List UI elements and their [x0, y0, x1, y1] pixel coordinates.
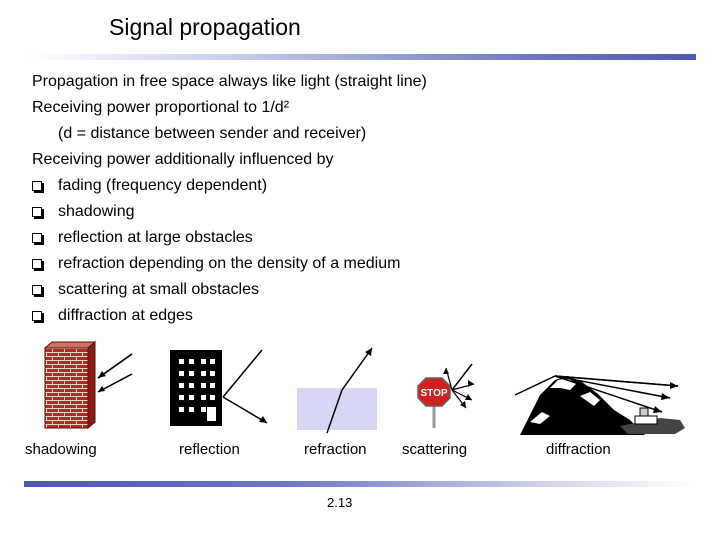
refraction-illustration [297, 347, 377, 434]
slide-title: Signal propagation [109, 14, 301, 40]
bullet-item: reflection at large obstacles [32, 225, 427, 251]
bullet-item: scattering at small obstacles [32, 277, 427, 303]
checkbox-bullet-icon [32, 181, 42, 191]
stop-sign-text: STOP [420, 388, 447, 399]
reflection-illustration [170, 349, 268, 426]
body-line: (d = distance between sender and receive… [58, 125, 367, 142]
body-line: Receiving power additionally influenced … [32, 151, 334, 168]
bullet-item: shadowing [32, 199, 427, 225]
bullet-text: reflection at large obstacles [58, 229, 253, 246]
slide-body: Propagation in free space always like li… [32, 69, 427, 329]
title-divider [30, 54, 696, 60]
caption-refraction: refraction [304, 441, 367, 458]
bullet-text: scattering at small obstacles [58, 281, 259, 298]
caption-scattering: scattering [402, 441, 468, 458]
body-line: Receiving power proportional to 1/d² [32, 99, 290, 116]
bullet-text: shadowing [58, 203, 135, 220]
checkbox-bullet-icon [32, 207, 42, 217]
bullet-item: refraction depending on the density of a… [32, 251, 427, 277]
diffraction-illustration [514, 375, 685, 435]
footer-divider [24, 481, 696, 487]
page-number: 2.13 [327, 495, 353, 510]
bullet-text: diffraction at edges [58, 307, 193, 324]
checkbox-bullet-icon [32, 233, 42, 243]
caption-reflection: reflection [179, 441, 240, 458]
caption-diffraction: diffraction [546, 441, 611, 458]
bullet-text: refraction depending on the density of a… [58, 255, 401, 272]
bullet-text: fading (frequency dependent) [58, 177, 268, 194]
bullet-item: diffraction at edges [32, 303, 427, 329]
caption-shadowing: shadowing [25, 441, 97, 458]
bullet-item: fading (frequency dependent) [32, 173, 427, 199]
checkbox-bullet-icon [32, 285, 42, 295]
body-line: Propagation in free space always like li… [32, 73, 427, 90]
scattering-illustration: STOP [417, 363, 475, 428]
checkbox-bullet-icon [32, 259, 42, 269]
shadowing-illustration [43, 340, 133, 430]
checkbox-bullet-icon [32, 311, 42, 321]
